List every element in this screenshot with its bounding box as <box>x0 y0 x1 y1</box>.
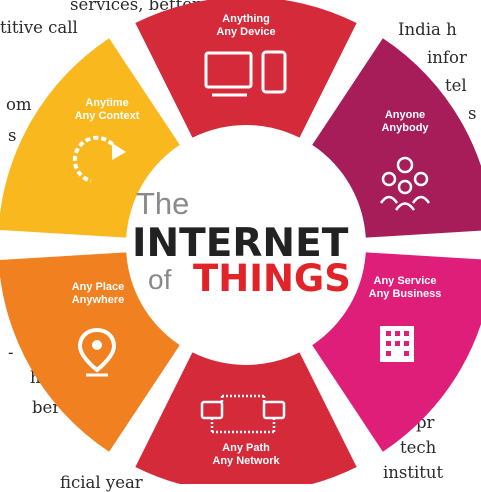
segment-place-sublabel: Anywhere <box>72 294 125 306</box>
office-building-icon <box>380 326 414 362</box>
segment-network <box>135 352 357 484</box>
article-fragment: om <box>6 95 32 114</box>
segment-anyone-label: Anyone <box>385 109 425 121</box>
segment-network-label: Any Path <box>222 442 270 454</box>
segment-anyone <box>312 38 481 238</box>
title-things: THINGS <box>193 257 351 300</box>
location-pin-icon <box>77 327 117 377</box>
article-fragment: ber <box>32 398 61 417</box>
people-group-icon <box>379 156 431 211</box>
clock-arrow-icon <box>72 135 126 183</box>
article-fragment: institut <box>383 463 444 482</box>
segment-anyone-sublabel: Anybody <box>381 122 429 134</box>
segment-place-label: Any Place <box>72 281 125 293</box>
network-computers-icon <box>200 394 286 434</box>
segment-service-sublabel: Any Business <box>369 288 442 300</box>
segment-service-label: Any Service <box>374 275 437 287</box>
title-of: of <box>148 264 172 295</box>
article-fragment: s <box>8 126 17 145</box>
article-fragment: tech <box>400 438 437 457</box>
segment-device-label: Anything <box>222 13 270 25</box>
article-fragment: - <box>8 343 14 362</box>
article-fragment: tel <box>445 76 467 95</box>
segment-anytime-label: Anytime <box>85 97 128 109</box>
segment-device <box>135 0 357 138</box>
article-fragment: titive call <box>0 18 78 37</box>
title-the: The <box>136 186 189 221</box>
article-fragment: infor <box>427 48 467 67</box>
article-fragment: services, better <box>70 0 200 14</box>
segment-place <box>0 252 180 452</box>
title-internet: INTERNET <box>132 221 349 266</box>
article-fragment: India h <box>398 20 457 39</box>
segment-network-sublabel: Any Network <box>212 455 280 467</box>
article-fragment: s <box>468 104 477 123</box>
segment-anytime-sublabel: Any Context <box>75 110 140 122</box>
monitor-and-phone-icon <box>204 50 287 97</box>
segment-device-sublabel: Any Device <box>216 26 275 38</box>
